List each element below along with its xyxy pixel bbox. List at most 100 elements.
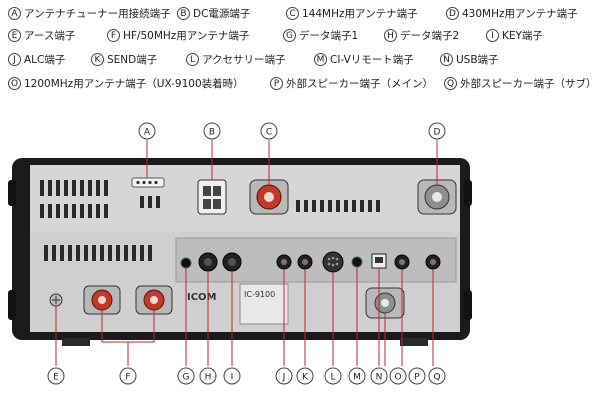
svg-text:D: D [434,128,441,138]
callout-i: I [223,367,241,385]
svg-text:I: I [231,373,234,383]
svg-text:E: E [53,373,59,383]
callout-e: E [47,367,65,385]
left-rail-top [8,180,16,206]
svg-text:G: G [183,373,190,383]
callout-g: G [177,367,195,385]
model-text: IC-9100 [244,290,275,299]
usb-port [371,253,387,269]
callout-l: L [324,367,342,385]
callout-n: N [370,367,388,385]
svg-text:F: F [125,373,130,383]
vent-upper-left [40,180,380,218]
speaker-main-jack [394,254,410,270]
legend-label-o: 1200MHz用アンテナ端子（UX-9100装着時） [24,78,244,90]
legend-letter-o: O [8,77,21,90]
svg-text:M: M [353,373,361,383]
callout-o: O [389,367,407,385]
callout-b: B [203,122,221,140]
callout-lines [55,140,438,366]
legend-letter-q: Q [444,77,457,90]
svg-text:A: A [144,128,151,138]
legend-letter-k: K [91,53,104,66]
legend-letter-g: G [283,29,296,42]
legend-letter-p: P [270,77,283,90]
legend-label-q: 外部スピーカー端子（サブ） [460,78,597,90]
antenna-430-connector [417,179,457,215]
brand-area: ICOM IC-9100 [187,283,289,325]
legend-label-f: HF/50MHz用アンテナ端子 [123,30,250,42]
rear-panel-diagram: ICOM IC-9100 A B C D E F G H I [8,122,472,385]
legend-letter-i: I [486,29,499,42]
callout-f: F [119,367,137,385]
foot-left [62,338,90,346]
legend-label-c: 144MHz用アンテナ端子 [302,8,418,20]
label-plate [239,283,289,325]
data2-jack [198,252,218,272]
left-rail-bottom [8,290,16,320]
data1-jack [180,257,192,269]
accessory-jack [322,251,344,273]
callout-p: P [408,367,426,385]
legend-letter-m: M [314,53,327,66]
legend-label-h: データ端子2 [400,30,460,42]
callout-c: C [260,122,278,140]
legend-letter-a: A [8,7,21,20]
legend-letter-d: D [446,7,459,20]
key-jack [222,252,242,272]
right-rail-bottom [464,290,472,320]
vent-lower-left [44,245,152,261]
svg-text:H: H [205,373,212,383]
antenna-hf50-connectors [83,285,173,315]
legend-label-d: 430MHz用アンテナ端子 [462,8,578,20]
legend-label-i: KEY端子 [502,30,543,42]
svg-text:Q: Q [433,373,440,383]
legend-label-l: アクセサリー端子 [202,54,286,66]
callout-a: A [138,122,156,140]
callout-m: M [348,367,366,385]
alc-jack [276,254,292,270]
upper-panel [30,165,460,232]
legend-letter-n: N [440,53,453,66]
callout-top: A B C D [138,122,446,140]
svg-text:J: J [282,373,286,383]
legend-label-j: ALC端子 [24,54,66,66]
svg-text:C: C [266,128,272,138]
callout-h: H [199,367,217,385]
right-rail-top [464,180,472,206]
antenna-1200-connector [365,287,405,319]
legend-label-k: SEND端子 [107,54,158,66]
svg-text:L: L [330,373,335,383]
legend-letter-l: L [186,53,199,66]
callout-k: K [296,367,314,385]
legend-letter-b: B [177,7,190,20]
dc-power-connector [197,179,227,215]
legend-letter-j: J [8,53,21,66]
legend-label-n: USB端子 [456,54,499,66]
antenna-144-connector [249,179,289,215]
legend-letter-c: C [286,7,299,20]
foot-right [400,338,428,346]
callout-q: Q [428,367,446,385]
legend-label-a: アンテナチューナー用接続端子 [24,8,171,20]
svg-text:P: P [414,373,420,383]
legend-letter-f: F [107,29,120,42]
legend-label-p: 外部スピーカー端子（メイン） [286,78,433,90]
callout-bottom: E F G H I J K L M N O P Q [47,367,446,385]
callout-j: J [275,367,293,385]
legend-label-m: CI-Vリモート端子 [330,54,414,66]
